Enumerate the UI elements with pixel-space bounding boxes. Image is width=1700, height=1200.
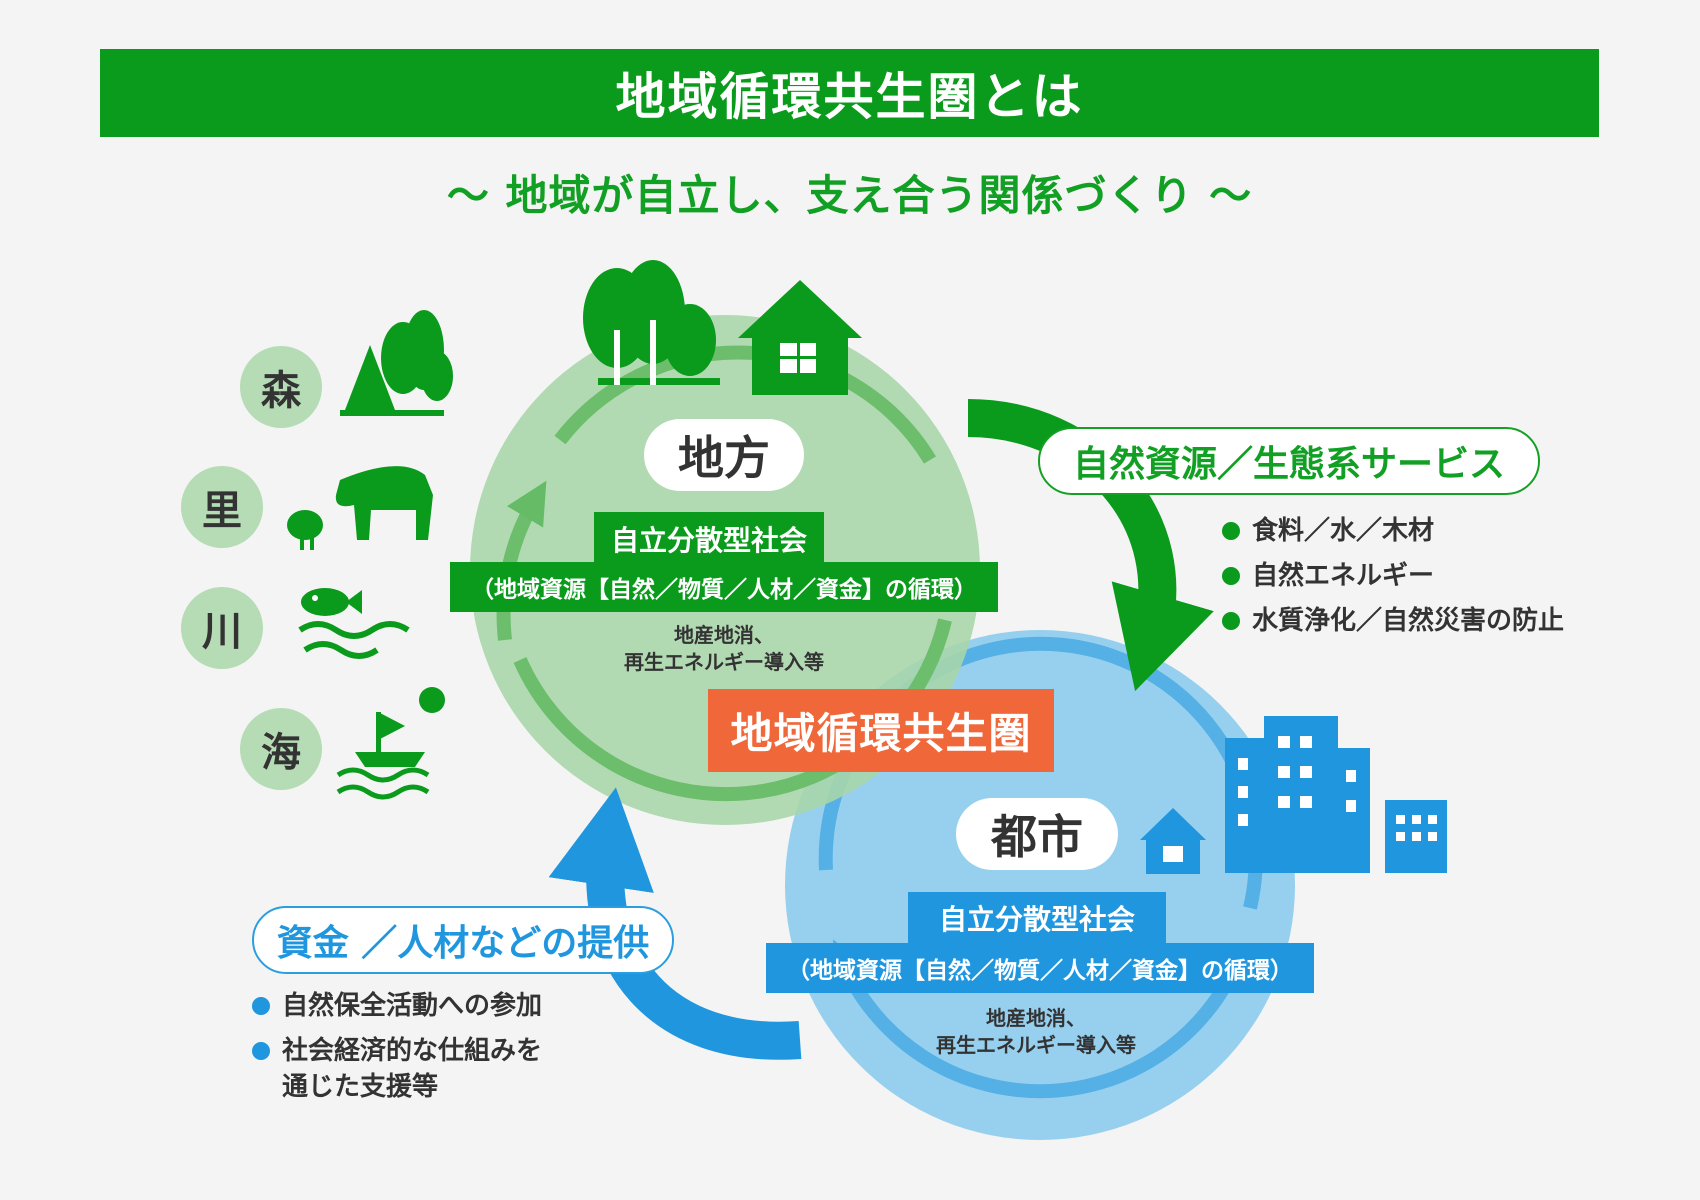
urban-society-band: 自立分散型社会: [908, 892, 1166, 944]
sea-boat-icon: [336, 687, 445, 800]
list-item: 社会経済的な仕組みを: [252, 1033, 542, 1069]
livestock-icon: [287, 466, 433, 550]
list-item: 自然保全活動への参加: [252, 988, 542, 1024]
bullet-dot: [252, 1042, 270, 1060]
center-label: 地域循環共生圏: [708, 689, 1054, 772]
list-item: 自然エネルギー: [1222, 558, 1564, 594]
list-item: 食料／水／木材: [1222, 513, 1564, 549]
page-subtitle: ～ 地域が自立し、支え合う関係づくり ～: [446, 171, 1253, 220]
urban-label: 都市: [956, 798, 1118, 870]
rural-cycle-band: （地域資源【自然／物質／人材／資金】の循環）: [450, 562, 998, 612]
nature-services-list: 食料／水／木材 自然エネルギー 水質浄化／自然災害の防止: [1222, 513, 1564, 648]
nature-services-label: 自然資源／生態系サービス: [1038, 427, 1540, 495]
funding-flow-arrow: [548, 787, 802, 1060]
small-house-icon: [1140, 808, 1206, 874]
list-item: 水質浄化／自然災害の防止: [1222, 603, 1564, 639]
bullet-dot: [252, 997, 270, 1015]
urban-note: 地産地消、 再生エネルギー導入等: [936, 1006, 1136, 1057]
element-satoyama: 里: [181, 466, 263, 548]
river-fish-icon: [298, 588, 410, 659]
forest-icon: [340, 310, 453, 416]
page-title: 地域循環共生圏とは: [615, 68, 1084, 126]
city-buildings-icon: [1225, 716, 1447, 873]
rural-society-band: 自立分散型社会: [594, 512, 824, 566]
rural-note: 地産地消、 再生エネルギー導入等: [624, 623, 824, 674]
element-river: 川: [181, 587, 263, 669]
urban-cycle-band: （地域資源【自然／物質／人材／資金】の循環）: [766, 943, 1314, 993]
house-icon: [738, 280, 862, 395]
bullet-dot: [1222, 567, 1240, 585]
funding-support-label: 資金 ／人材などの提供: [252, 906, 674, 974]
bullet-dot: [1222, 612, 1240, 630]
bullet-dot: [1222, 522, 1240, 540]
funding-support-list: 自然保全活動への参加 社会経済的な仕組みを 通じた支援等: [252, 988, 542, 1114]
title-banner: 地域循環共生圏とは: [100, 49, 1599, 137]
list-item-continued: 通じた支援等: [282, 1072, 439, 1102]
element-sea: 海: [240, 708, 322, 790]
element-forest: 森: [240, 346, 322, 428]
rural-label: 地方: [644, 419, 804, 491]
tree-icon: [583, 260, 720, 385]
